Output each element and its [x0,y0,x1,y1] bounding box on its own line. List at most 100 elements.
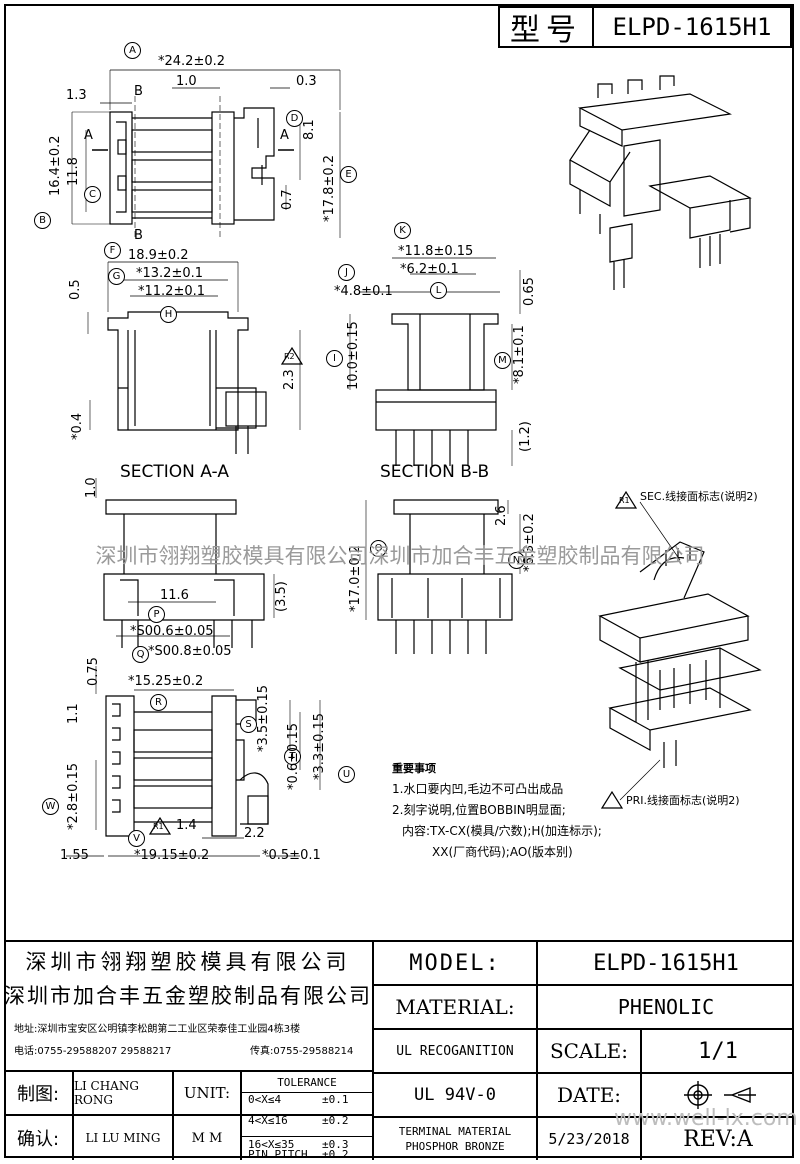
dim: *2.8±0.15 [66,762,81,830]
dim: 18.9±0.2 [128,248,189,263]
watermark: 深圳市翎翔塑胶模具有限公司深圳市加合丰五金塑胶制品有限公司 [95,544,705,568]
isometric-view-top [569,75,752,290]
dim: *13.2±0.1 [136,266,204,281]
tol-value: ±0.2 [322,1114,349,1127]
dim: *17.8±0.2 [322,154,337,222]
dim: *11.2±0.1 [138,284,206,299]
ref-circle-n: N [508,552,525,569]
terminal-label: TERMINAL MATERIAL [398,1125,512,1138]
rev-label: REV:A [683,1126,753,1152]
ul-value: UL 94V-0 [414,1085,496,1105]
ref-circle-k: K [394,222,411,239]
dim: *8.1±0.1 [512,325,527,384]
dim: 8.1 [302,119,317,140]
dim: 1.4 [176,818,197,833]
dim: *3.3±0.15 [312,712,327,780]
header-model-code: ELPD-1615H1 [612,13,772,41]
tol-range: 16<X≤35 [248,1138,295,1151]
top-view [71,69,341,240]
company-phone: 电话:0755-29588207 29588217 [14,1046,172,1057]
scale-value: 1/1 [698,1038,738,1064]
rev-triangle-r2 [280,346,304,365]
dim: *S00.6±0.05 [130,624,214,639]
side-view-b [349,257,521,466]
company-name-1: 深圳市翎翔塑胶模具有限公司 [25,950,351,974]
ref-circle-w: W [42,798,59,815]
side-view-a [87,261,301,454]
dim: 0.75 [86,657,101,686]
dim: 1.3 [66,88,87,103]
dim: *3.5±0.15 [256,684,271,752]
tol-value: ±0.1 [322,1093,349,1106]
tolerance-title: TOLERANCE [277,1075,337,1089]
ul-label: UL RECOGANITION [396,1043,514,1059]
ref-circle-u: U [338,766,355,783]
dim: 1.1 [66,703,81,724]
notes: 重要事项 1.水口要内凹,毛边不可凸出成品 2.刻字说明,位置BOBBIN明显面… [392,758,602,863]
ref-circle-i: I [326,350,343,367]
ref-circle-g: G [108,268,125,285]
note-line: 内容:TX-CX(模具/穴数);H(加连标示); [402,824,602,838]
section-mark: A [280,128,289,143]
section-aa-title: SECTION A-A [120,462,229,482]
dim: (3.5) [274,581,289,612]
dim: 0.5 [68,279,83,300]
ref-circle-b: B [34,212,51,229]
dim: *11.8±0.15 [398,244,474,259]
drawn-by: LI CHANG RONG [74,1079,139,1107]
note-line: XX(厂商代码);AO(版本别) [432,845,573,859]
dim: 1.0 [176,74,197,89]
dim-overall-length: *24.2±0.2 [158,54,226,69]
title-block: 深圳市翎翔塑胶模具有限公司 深圳市加合丰五金塑胶制品有限公司 地址:深圳市宝安区… [4,940,794,1161]
dim: 16.4±0.2 [48,135,63,196]
dim: *4.8±0.1 [334,284,393,299]
unit-label: UNIT: [183,1084,231,1102]
dim: 11.6 [160,588,189,603]
dim: 1.0 [84,477,99,498]
dim: *19.15±0.2 [134,848,210,863]
dim: 0.65 [522,277,537,306]
watermark-website: www.well-lx.com [614,1106,798,1131]
header-model-box: 型号 ELPD-1615H1 [498,6,792,48]
note-line: 1.水口要内凹,毛边不可凸出成品 [392,782,564,796]
section-bb-title: SECTION B-B [380,462,490,482]
dim: 2.6 [494,505,509,526]
company-address: 地址:深圳市宝安区公明镇李松朗第二工业区荣泰佳工业园4栋3楼 [14,1024,301,1035]
rev-mark: R2 [284,352,295,361]
projection-symbol [642,1074,794,1116]
tol-value: ±0.3 [322,1138,349,1151]
ref-circle-v: V [128,830,145,847]
dim: *0.4 [70,412,85,440]
section-b-b [365,499,521,654]
dim: 0.7 [280,189,295,210]
tol-range: 0<X≤4 [248,1093,282,1106]
material-value: PHENOLIC [617,995,715,1019]
technical-drawing [66,69,762,857]
ref-circle-t: T [284,748,301,765]
ref-circle-a: A [124,42,141,59]
dim: *6.2±0.1 [400,262,459,277]
section-mark: A [84,128,93,143]
section-mark: B [134,84,143,99]
ref-circle-m: M [494,352,511,369]
ref-circle-j: J [338,264,355,281]
model-label: MODEL: [409,950,501,976]
drawn-label: 制图: [16,1084,60,1105]
company-name-2: 深圳市加合丰五金塑胶制品有限公司 [4,984,372,1008]
dim: (1.2) [518,421,533,452]
dim: 1.55 [60,848,89,863]
check-label: 确认: [16,1129,60,1150]
dim: 0.3 [296,74,317,89]
ref-circle-h: H [160,306,177,323]
terminal-cell: TERMINAL MATERIAL PHOSPHOR BRONZE [374,1118,536,1160]
ref-circle-o: O [370,540,387,557]
ref-circle-q: Q [132,646,149,663]
notes-heading: 重要事项 [392,762,436,775]
tol-range: 4<X≤16 [248,1114,288,1127]
dim: 2.3 [282,369,297,390]
ref-circle-c: C [84,186,101,203]
ref-circle-f: F [104,242,121,259]
section-a-a [95,478,275,648]
unit-value: M M [191,1130,223,1146]
date-value: 5/23/2018 [548,1130,630,1148]
